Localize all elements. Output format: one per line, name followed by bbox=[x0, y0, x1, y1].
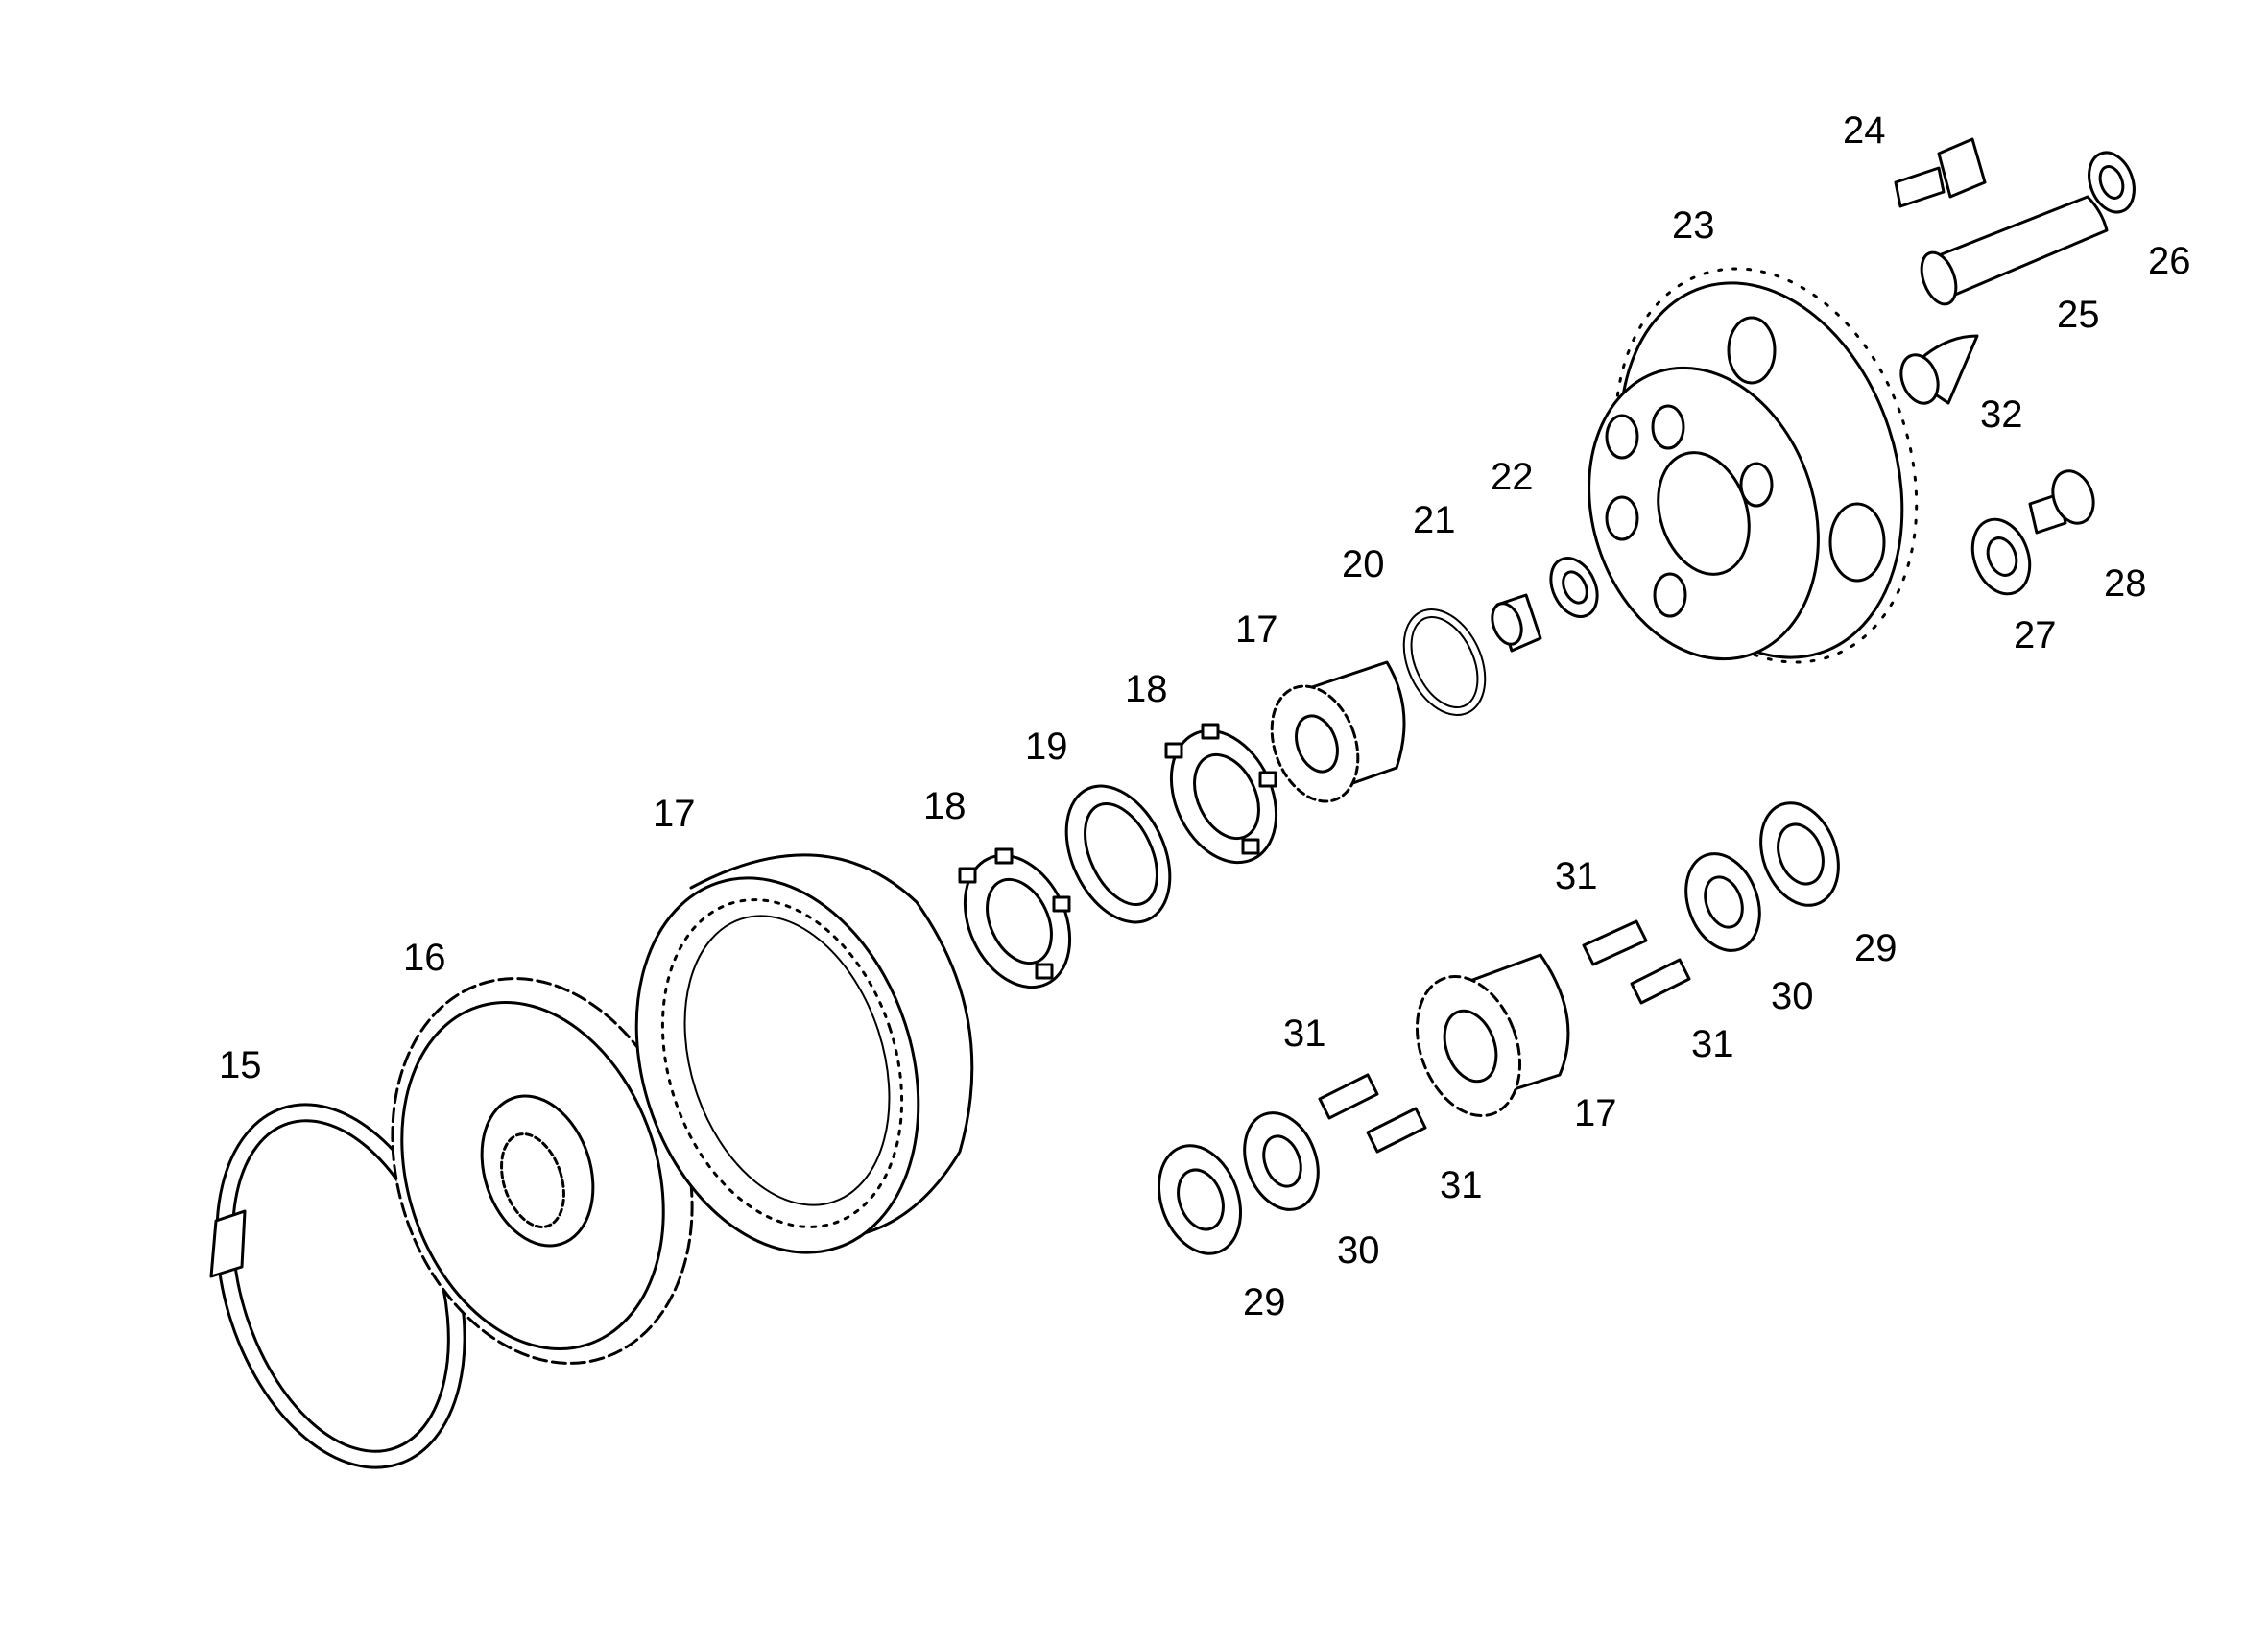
callout-17-ring-gear: 17 bbox=[653, 793, 696, 835]
lock-washer-part-26 bbox=[2088, 151, 2136, 214]
washer-part-27 bbox=[1970, 517, 2032, 596]
callout-29-b: 29 bbox=[1243, 1281, 1286, 1323]
callout-17-upper: 17 bbox=[1235, 608, 1278, 651]
roller-part-31-lower-right bbox=[1366, 1107, 1427, 1154]
slotted-nut-part-18-left bbox=[958, 847, 1072, 989]
washer-part-30-lower bbox=[1243, 1111, 1320, 1211]
gear-part-16 bbox=[391, 977, 694, 1365]
planet-gear-part-17-lower bbox=[1415, 953, 1570, 1118]
callout-21: 21 bbox=[1413, 499, 1456, 541]
callout-18-right: 18 bbox=[1125, 668, 1168, 710]
ring-gear-part-17 bbox=[634, 853, 974, 1254]
roller-part-31-upper-right bbox=[1630, 958, 1691, 1005]
callout-24: 24 bbox=[1843, 109, 1886, 152]
callout-15: 15 bbox=[219, 1044, 262, 1086]
bolt-part-24 bbox=[1894, 137, 1987, 208]
callout-17-lower: 17 bbox=[1574, 1092, 1617, 1134]
callout-19: 19 bbox=[1025, 726, 1068, 768]
callout-31-a: 31 bbox=[1555, 855, 1598, 897]
callout-31-d: 31 bbox=[1440, 1164, 1483, 1206]
washer-part-29-upper bbox=[1759, 801, 1840, 907]
planet-gear-part-17-upper bbox=[1270, 660, 1406, 803]
planet-carrier-part-23 bbox=[1588, 267, 1919, 664]
washer-part-22 bbox=[1549, 557, 1599, 618]
callout-30-a: 30 bbox=[1771, 975, 1814, 1017]
callout-23: 23 bbox=[1672, 204, 1715, 247]
circlip-part-20 bbox=[1402, 608, 1487, 716]
planet-pin-part-25 bbox=[1920, 195, 2109, 306]
callout-32: 32 bbox=[1980, 393, 2023, 436]
callout-22: 22 bbox=[1491, 456, 1534, 498]
washer-part-29-lower bbox=[1157, 1144, 1243, 1255]
callout-30-b: 30 bbox=[1337, 1229, 1380, 1272]
callout-18-left: 18 bbox=[923, 785, 967, 827]
roller-part-31-lower-left bbox=[1318, 1073, 1379, 1120]
callout-25: 25 bbox=[2057, 294, 2100, 336]
callout-26: 26 bbox=[2148, 240, 2191, 282]
callout-29-a: 29 bbox=[1854, 927, 1898, 969]
cone-plug-part-32 bbox=[1899, 334, 1979, 405]
slotted-nut-part-18-right bbox=[1164, 723, 1278, 865]
callout-16: 16 bbox=[403, 937, 446, 979]
callout-20: 20 bbox=[1342, 543, 1385, 585]
plug-screw-part-28 bbox=[2028, 469, 2095, 535]
bushing-part-21 bbox=[1491, 593, 1542, 653]
callout-28: 28 bbox=[2104, 562, 2147, 605]
callout-31-b: 31 bbox=[1283, 1013, 1326, 1055]
roller-part-31-upper-left bbox=[1582, 919, 1648, 966]
thrust-washer-part-19 bbox=[1064, 784, 1172, 924]
callout-31-c: 31 bbox=[1691, 1023, 1734, 1065]
callout-27: 27 bbox=[2014, 614, 2057, 656]
washer-part-30-upper bbox=[1684, 852, 1761, 952]
